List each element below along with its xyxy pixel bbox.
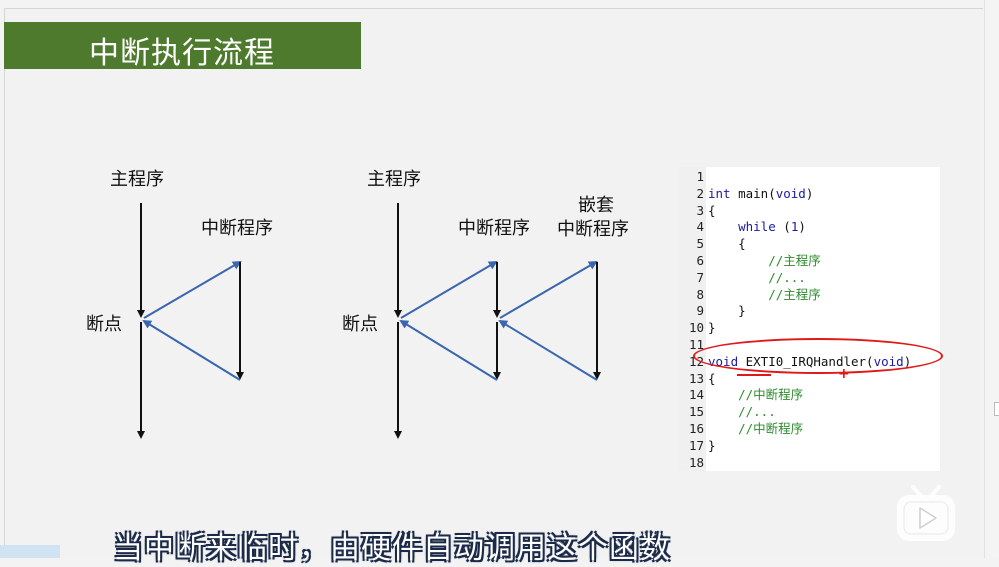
line-number: 4 (696, 219, 704, 235)
slide-title: 中断执行流程 (89, 36, 275, 71)
breakpoint-label-2: 断点 (342, 314, 378, 335)
line-number: 18 (688, 454, 704, 470)
nested-return-arrow (498, 319, 598, 381)
line-number: 7 (696, 269, 704, 285)
tv-play-icon (897, 485, 955, 541)
code-line: 17} (677, 437, 940, 454)
line-number: 8 (696, 286, 704, 302)
line-number: 2 (696, 185, 704, 201)
highlight-plus-mark: + (838, 366, 850, 382)
code-line: 5 { (677, 235, 940, 252)
title-bar: 中断执行流程 (4, 22, 361, 71)
main-program-label-2: 主程序 (367, 169, 421, 190)
line-number-gutter (677, 167, 706, 471)
code-text: //主程序 (708, 253, 821, 268)
code-text: //中断程序 (708, 421, 804, 436)
code-text: //... (708, 269, 806, 285)
breakpoint-label-1: 断点 (86, 314, 122, 335)
jump-to-isr-arrow-1 (143, 260, 242, 319)
line-number: 9 (696, 303, 704, 319)
line-number: 14 (688, 387, 704, 403)
code-text: while (1) (738, 219, 806, 235)
return-arrow-1 (142, 319, 241, 381)
bottom-strip (0, 545, 60, 558)
code-text: { (708, 370, 716, 386)
line-number: 6 (696, 253, 704, 268)
code-line: 1 (677, 168, 940, 185)
line-number: 16 (688, 421, 704, 436)
line-number: 15 (688, 404, 704, 420)
code-line: 18 (677, 454, 940, 471)
isr-label-2: 中断程序 (458, 218, 530, 239)
code-text: { (708, 236, 746, 252)
highlight-oval (693, 338, 943, 374)
line-number: 17 (688, 437, 704, 453)
scroll-marker (994, 402, 999, 416)
line-number: 3 (696, 202, 704, 218)
code-line: 8 //主程序 (677, 286, 940, 303)
code-text: } (708, 303, 746, 319)
code-line: 14 //中断程序 (677, 386, 940, 403)
nested-label-line2: 中断程序 (557, 219, 629, 240)
code-line: 13{ (677, 370, 940, 387)
code-text: } (708, 437, 716, 453)
jump-to-isr-arrow-2 (400, 260, 498, 319)
code-text: int main(void) (708, 185, 814, 201)
nested-label-line1: 嵌套 (578, 195, 614, 216)
highlight-underline (737, 374, 771, 376)
code-line: 15 //... (677, 403, 940, 420)
code-text: } (708, 320, 716, 336)
video-subtitle: 当中断来临时，由硬件自动调用这个函数 (113, 531, 671, 566)
line-number: 13 (688, 370, 704, 386)
code-text: //中断程序 (708, 387, 804, 403)
code-line: 7 //... (677, 269, 940, 286)
code-line: 10} (677, 319, 940, 336)
code-line: 9 } (677, 302, 940, 319)
code-line: 16 //中断程序 (677, 420, 940, 437)
isr-return-arrow-2 (399, 319, 498, 381)
line-number: 10 (688, 320, 704, 336)
code-line: 11 (677, 336, 940, 353)
code-line: 4 while (1) (677, 218, 940, 235)
code-line: 3{ (677, 202, 940, 219)
isr-label-1: 中断程序 (201, 218, 273, 239)
line-number: 11 (688, 337, 704, 352)
scroll-edge (984, 0, 999, 558)
line-number: 5 (696, 236, 704, 252)
code-text: //... (708, 404, 776, 420)
code-line: 6 //主程序 (677, 252, 940, 269)
main-program-label-1: 主程序 (110, 169, 164, 190)
jump-to-nested-arrow (499, 260, 598, 319)
code-text: //主程序 (708, 286, 821, 302)
code-text: { (708, 202, 716, 218)
line-number: 1 (696, 169, 704, 184)
